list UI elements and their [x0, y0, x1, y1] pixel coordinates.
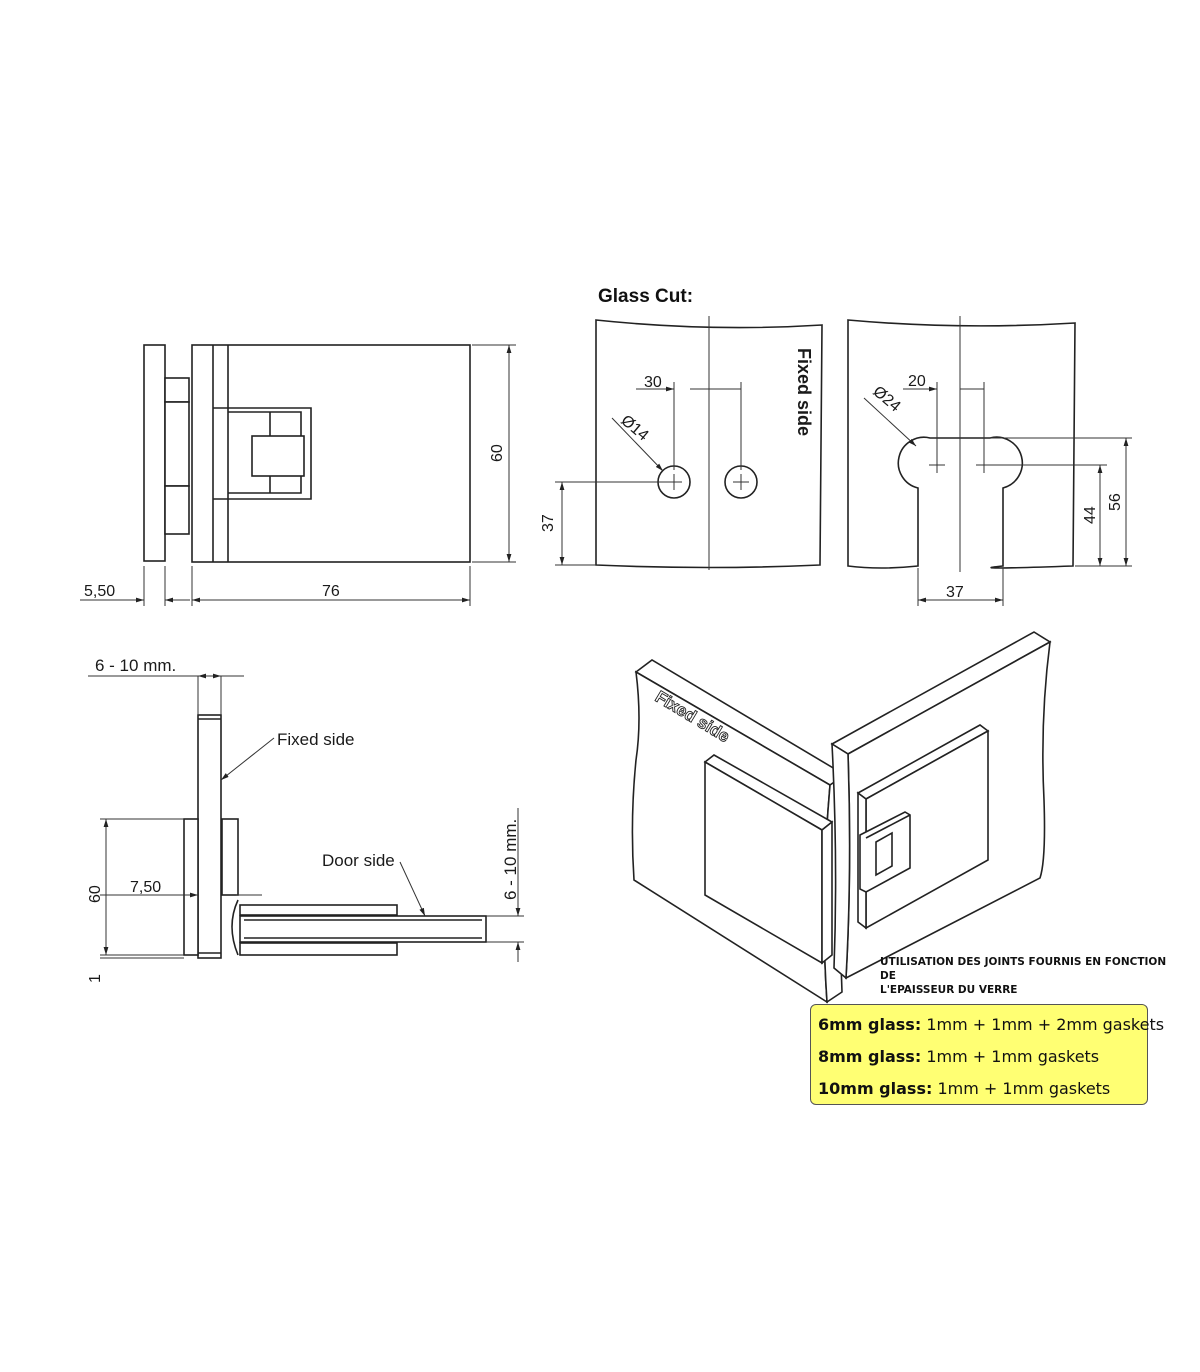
gasket-row-6mm: 6mm glass: 1mm + 1mm + 2mm gaskets: [818, 1009, 1164, 1041]
door-dim-spacing: 20: [908, 373, 926, 390]
gasket-row-10mm: 10mm glass: 1mm + 1mm gaskets: [818, 1073, 1147, 1105]
gasket-note-line2: L'EPAISSEUR DU VERRE: [880, 984, 1018, 996]
gasket-table: 6mm glass: 1mm + 1mm + 2mm gaskets 8mm g…: [810, 1004, 1164, 1105]
fixed-side-cut: 30 Ø14 37 Fixed side: [540, 316, 823, 570]
section-dim-height: 60: [87, 885, 104, 903]
gasket-row-8mm: 8mm glass: 1mm + 1mm gaskets: [818, 1041, 1147, 1073]
front-view: 5,50 76 60: [80, 344, 516, 606]
section-dim-glass-thickness-top: 6 - 10 mm.: [95, 656, 176, 675]
section-label-door-side: Door side: [322, 851, 395, 870]
glass-cut-title: Glass Cut:: [598, 286, 693, 307]
fixed-dim-hole-diameter: Ø14: [617, 412, 651, 445]
section-dim-glass-thickness-door: 6 - 10 mm.: [501, 819, 520, 900]
door-dim-notch-diameter: Ø24: [869, 383, 903, 416]
door-dim-hole-height: 44: [1082, 506, 1099, 524]
isometric-view: Fixed side: [631, 631, 1052, 1004]
gasket-spec: 1mm + 1mm gaskets: [926, 1047, 1100, 1066]
section-dim-offset: 7,50: [130, 879, 161, 896]
gasket-glass-label: 10mm glass:: [818, 1079, 933, 1098]
gasket-spec: 1mm + 1mm + 2mm gaskets: [926, 1015, 1165, 1034]
gasket-glass-label: 8mm glass:: [818, 1047, 922, 1066]
fixed-dim-hole-height: 37: [540, 514, 557, 532]
gasket-glass-label: 6mm glass:: [818, 1015, 922, 1034]
front-dim-height: 60: [489, 444, 506, 462]
fixed-engraving: Fixed side: [794, 348, 814, 436]
gasket-spec: 1mm + 1mm gaskets: [937, 1079, 1111, 1098]
fixed-dim-spacing: 30: [644, 374, 662, 391]
door-side-cut: 20 Ø24 44 56 37: [847, 316, 1132, 606]
gasket-note-line1: UTILISATION DES JOINTS FOURNIS EN FONCTI…: [880, 956, 1167, 982]
front-dim-thickness: 5,50: [84, 583, 115, 600]
section-view: 6 - 10 mm. Fixed side Door side 7,50 60 …: [87, 656, 524, 983]
door-dim-notch-height: 56: [1107, 493, 1124, 511]
door-dim-notch-width: 37: [946, 584, 964, 601]
section-dim-gap: 1: [87, 974, 104, 983]
section-label-fixed-side: Fixed side: [277, 730, 354, 749]
gasket-note: UTILISATION DES JOINTS FOURNIS EN FONCTI…: [880, 955, 1180, 997]
front-dim-width: 76: [322, 583, 340, 600]
